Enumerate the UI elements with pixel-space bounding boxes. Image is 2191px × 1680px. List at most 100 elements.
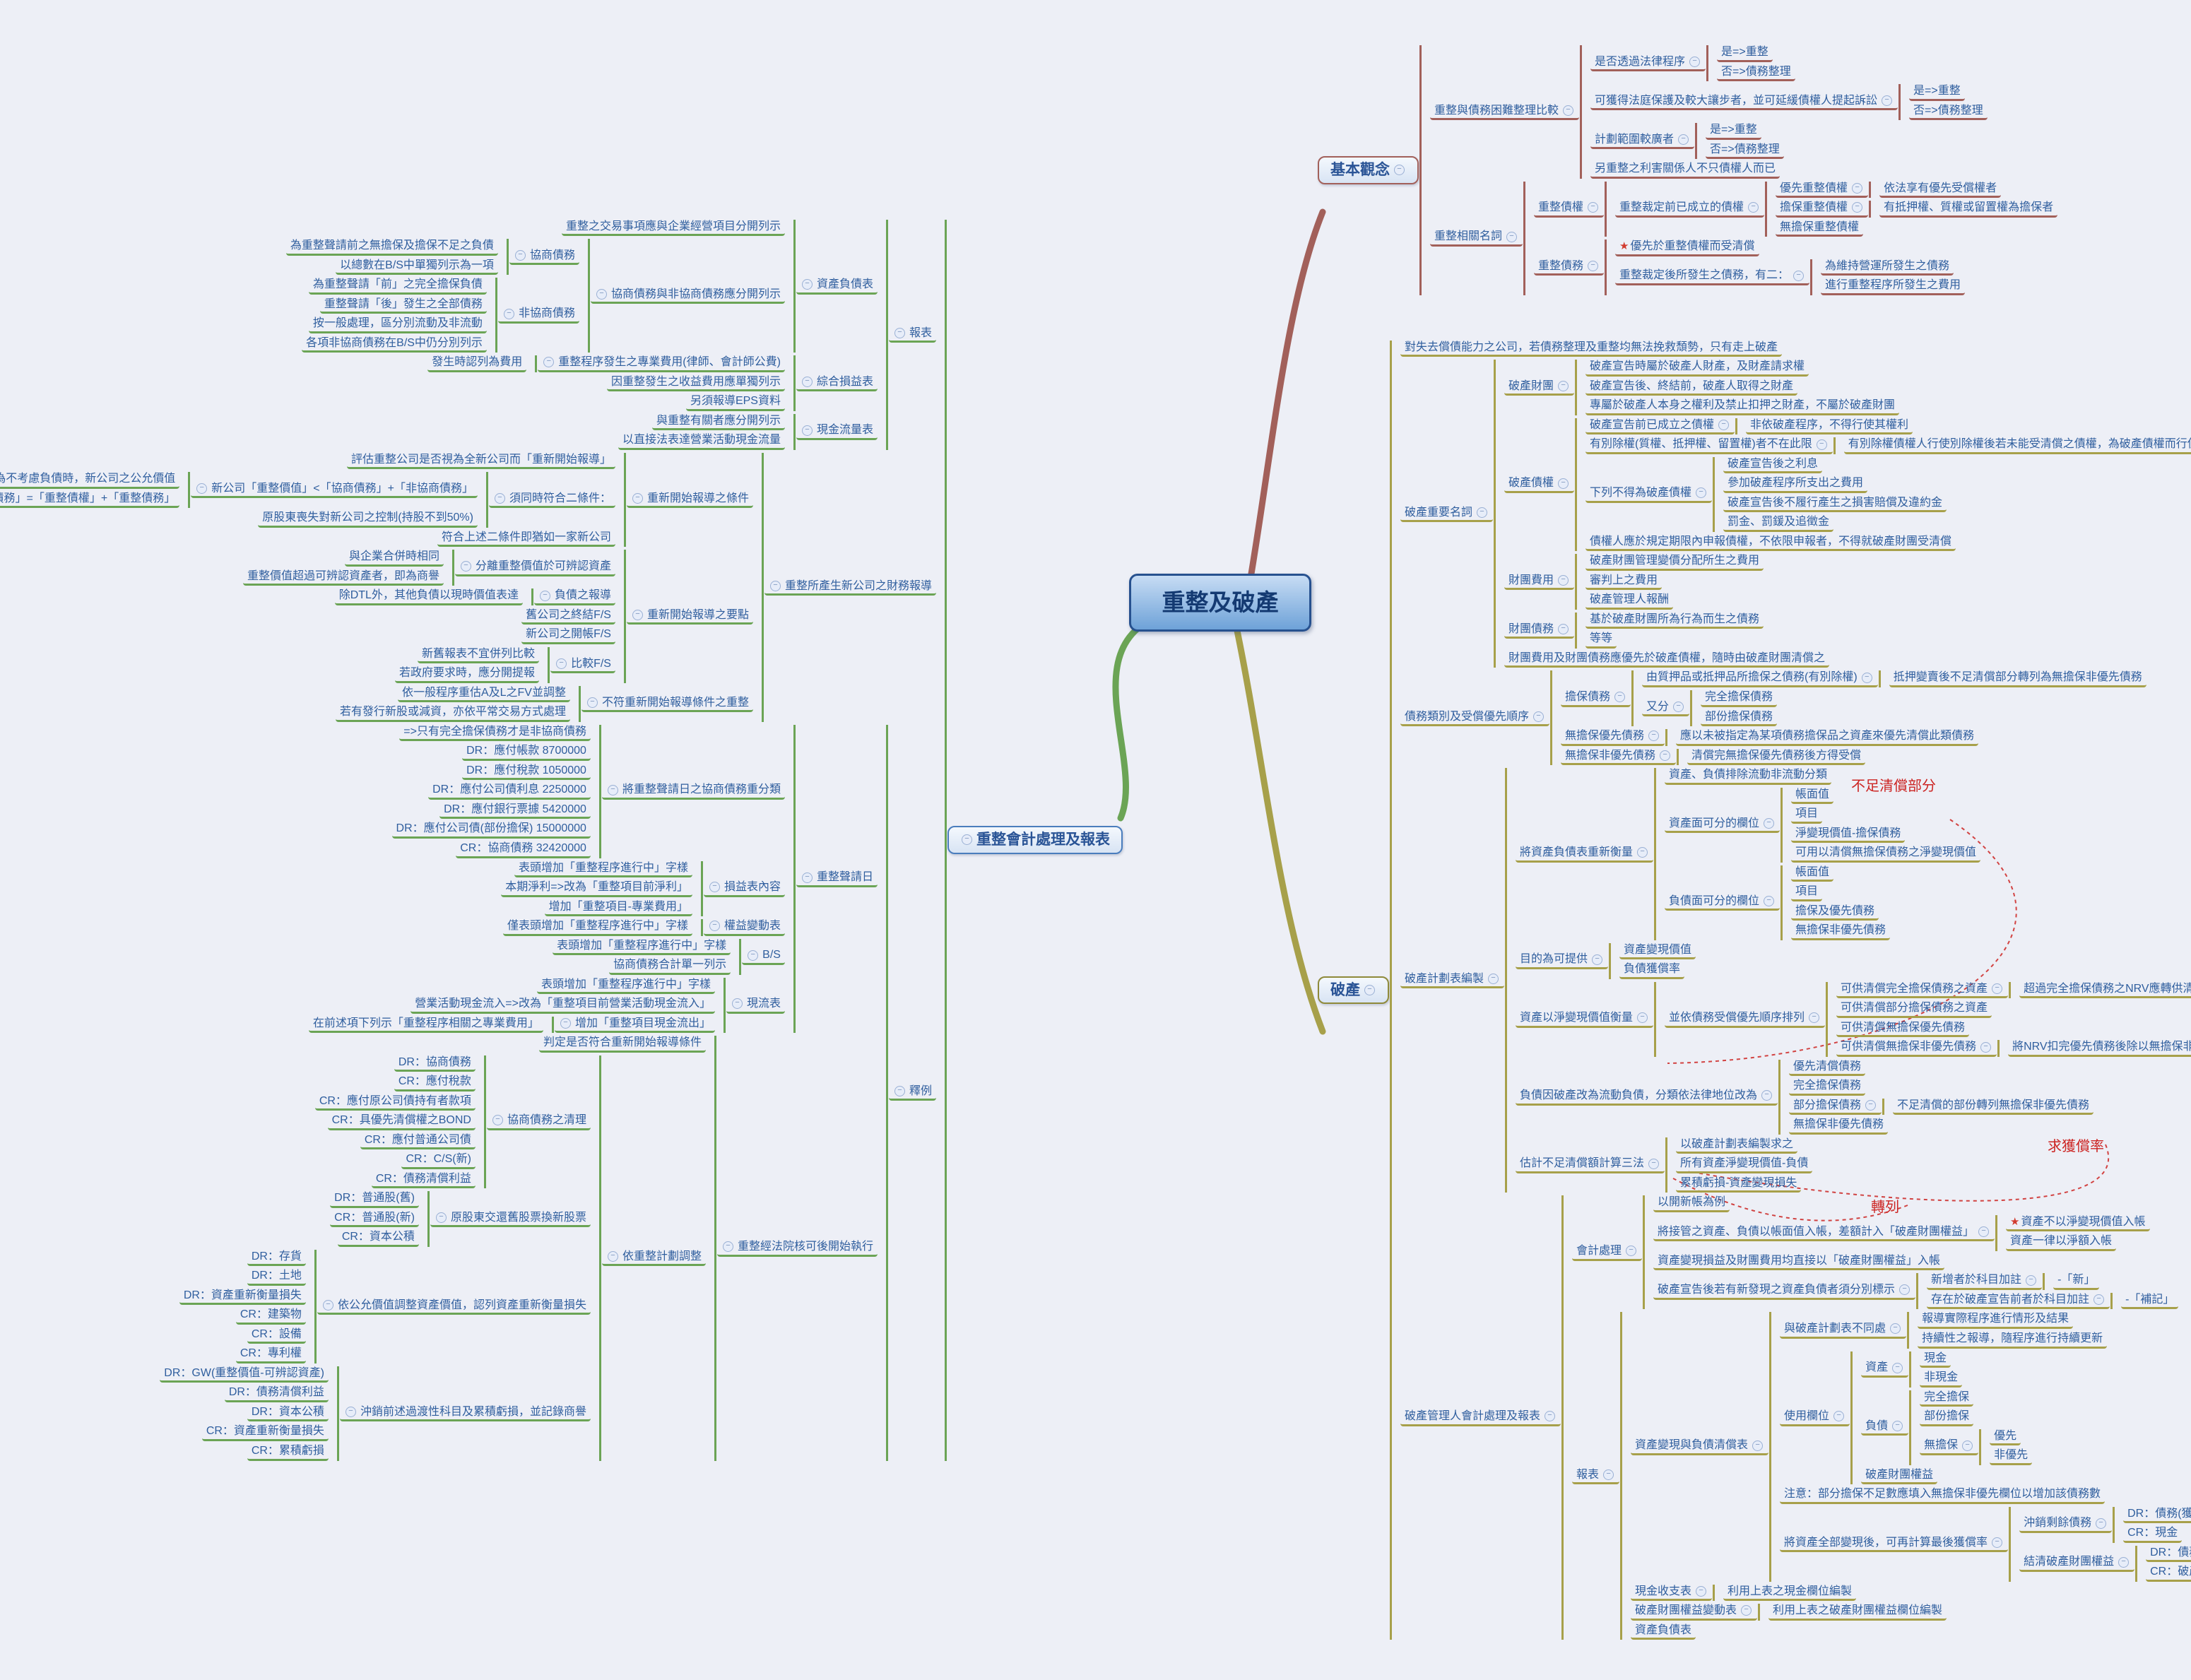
topic[interactable]: 報表−: [1572, 1468, 1620, 1485]
topic[interactable]: 又分−: [1642, 700, 1690, 717]
topic[interactable]: 破產財團權益變動表−: [1631, 1604, 1758, 1621]
topic[interactable]: 有別除權(質權、抵押權、留置權)者不在此限−: [1585, 437, 1833, 454]
branch-topic[interactable]: 破產−: [1318, 976, 1389, 1005]
topic[interactable]: 在前述項下列示「重整程序相關之專業費用」: [308, 1017, 543, 1034]
topic[interactable]: 無擔保優先債務−: [1561, 729, 1665, 746]
topic[interactable]: 財團費用−: [1504, 574, 1575, 591]
topic[interactable]: 新舊報表不宜併列比較: [418, 647, 540, 664]
collapse-icon[interactable]: −: [1865, 1100, 1877, 1111]
topic[interactable]: =>只有完全擔保債務才是非協商債務: [399, 725, 591, 742]
collapse-icon[interactable]: −: [1962, 1440, 1973, 1451]
collapse-icon[interactable]: −: [1833, 1411, 1845, 1422]
topic[interactable]: 應以未被指定為某項債務擔保品之資產來優先清償此類債務: [1676, 729, 1979, 746]
topic[interactable]: DR：GW(重整價值-可辨認資產): [160, 1366, 329, 1383]
topic[interactable]: DR：應付稅款 1050000: [462, 764, 591, 781]
topic[interactable]: 擔保債務−: [1561, 690, 1631, 707]
topic[interactable]: 超過完全擔保債務之NRV應轉供清償無擔保債務: [2019, 982, 2191, 999]
collapse-icon[interactable]: −: [1793, 270, 1805, 281]
collapse-icon[interactable]: −: [801, 872, 813, 883]
topic[interactable]: 目的為可提供−: [1516, 952, 1609, 969]
topic[interactable]: DR：債務(獲償數): [2123, 1507, 2191, 1524]
collapse-icon[interactable]: −: [1488, 974, 1499, 985]
topic[interactable]: 否=>債務整理: [1717, 65, 1795, 82]
topic[interactable]: 權益變動表−: [703, 919, 785, 936]
topic[interactable]: 注意：部分擔保不足數應填入無擔保非優先欄位以增加該債務數: [1780, 1487, 2106, 1504]
collapse-icon[interactable]: −: [1364, 984, 1375, 995]
topic[interactable]: 部份擔保: [1920, 1409, 1974, 1426]
topic[interactable]: 協商債務之清理−: [486, 1113, 591, 1130]
collapse-icon[interactable]: −: [492, 1115, 503, 1126]
topic[interactable]: 重整聲請「後」發生之全部債務: [319, 297, 487, 314]
collapse-icon[interactable]: −: [894, 1086, 905, 1097]
topic[interactable]: 淨變現價值-擔保債務: [1791, 827, 1906, 844]
topic[interactable]: 重整與債務困難整理比較−: [1430, 104, 1580, 121]
topic[interactable]: 破產重要名詞−: [1400, 506, 1494, 523]
collapse-icon[interactable]: −: [731, 998, 743, 1010]
topic[interactable]: CR：應付普通公司債: [360, 1133, 476, 1150]
topic[interactable]: 是=>重整: [1909, 84, 1965, 101]
topic[interactable]: 並依債務受償優先順序排列−: [1665, 1011, 1826, 1028]
collapse-icon[interactable]: −: [1852, 182, 1863, 194]
topic[interactable]: 重整程序發生之專業費用(律師、會計師公費)−: [538, 355, 785, 372]
topic[interactable]: ★優先於重整債權而受清償: [1615, 239, 1759, 256]
topic[interactable]: 抵押變賣後不足清償部分轉列為無擔保非優先債務: [1889, 670, 2146, 687]
collapse-icon[interactable]: −: [1752, 1440, 1764, 1451]
topic[interactable]: DR：土地: [247, 1269, 306, 1286]
topic[interactable]: 將NRV扣完優先債務後除以無擔保非優先債務即得出獲償率: [2008, 1040, 2191, 1057]
topic[interactable]: 可供清償部分擔保債務之資產: [1836, 1001, 1992, 1018]
topic[interactable]: 財團債務−: [1504, 622, 1575, 639]
topic[interactable]: 重整債權−: [1534, 201, 1605, 218]
topic[interactable]: 報表−: [888, 326, 936, 343]
collapse-icon[interactable]: −: [322, 1299, 333, 1311]
collapse-icon[interactable]: −: [1558, 575, 1569, 586]
topic[interactable]: 可供清償無擔保優先債務: [1836, 1021, 1970, 1038]
topic[interactable]: 使用欄位−: [1780, 1409, 1850, 1426]
topic[interactable]: 資產一律以淨額入帳: [2006, 1234, 2117, 1251]
collapse-icon[interactable]: −: [345, 1407, 356, 1418]
collapse-icon[interactable]: −: [1816, 439, 1827, 450]
topic[interactable]: 利用上表之現金欄位編製: [1723, 1585, 1857, 1602]
collapse-icon[interactable]: −: [1980, 1041, 1992, 1053]
collapse-icon[interactable]: −: [1637, 847, 1648, 858]
collapse-icon[interactable]: −: [1696, 487, 1707, 499]
topic[interactable]: 若政府要求時，應分開提報: [395, 666, 540, 683]
topic[interactable]: 可供清償完全擔保債務之資產−: [1836, 982, 2009, 999]
topic[interactable]: 重新開始報導之條件−: [626, 492, 753, 509]
topic[interactable]: 破產宣告後、終結前，破產人取得之財產: [1585, 379, 1798, 396]
collapse-icon[interactable]: −: [1626, 1246, 1637, 1257]
collapse-icon[interactable]: −: [539, 590, 550, 601]
topic[interactable]: 除DTL外，其他負債以現時價值表達: [334, 588, 523, 605]
topic[interactable]: DR：債務清償利益: [224, 1385, 329, 1402]
collapse-icon[interactable]: −: [1764, 818, 1775, 829]
topic[interactable]: 破產財團管理變價分配所生之費用: [1585, 554, 1764, 571]
topic[interactable]: 是否透過法律程序−: [1590, 55, 1706, 72]
topic[interactable]: 非現金: [1920, 1371, 1963, 1388]
topic[interactable]: DR：資本公積: [247, 1405, 329, 1422]
topic[interactable]: 發生時認列為費用: [427, 355, 527, 372]
topic[interactable]: 破產管理人報酬: [1585, 593, 1674, 610]
topic[interactable]: 罰金、罰鍰及追徵金: [1723, 515, 1834, 532]
collapse-icon[interactable]: −: [1978, 1226, 1990, 1237]
topic[interactable]: 審判上之費用: [1585, 574, 1663, 591]
topic[interactable]: 將資產負債表重新衡量−: [1516, 846, 1654, 863]
topic[interactable]: 破產宣告後不履行產生之損害賠償及違約金: [1723, 496, 1947, 513]
topic[interactable]: 負債獲償率: [1619, 962, 1685, 979]
topic[interactable]: 與破產計劃表不同處−: [1780, 1322, 1907, 1339]
topic[interactable]: 等等: [1585, 632, 1617, 649]
topic[interactable]: 優先: [1990, 1429, 2021, 1446]
collapse-icon[interactable]: −: [560, 1017, 571, 1029]
topic[interactable]: 現金收支表−: [1631, 1585, 1713, 1602]
topic[interactable]: 破產計劃表編製−: [1400, 972, 1505, 989]
topic[interactable]: 協商債務合計單一列示: [609, 958, 731, 975]
topic[interactable]: 部分擔保債務−: [1789, 1099, 1882, 1116]
topic[interactable]: 增加「重整項目-專業費用」: [544, 900, 692, 917]
collapse-icon[interactable]: −: [596, 289, 607, 300]
topic[interactable]: 債務類別及受償優先順序−: [1400, 710, 1550, 727]
topic[interactable]: CR：建築物: [235, 1308, 306, 1325]
topic[interactable]: 按一般處理，區分別流動及非流動: [308, 317, 487, 333]
topic[interactable]: 對失去償債能力之公司，若債務整理及重整均無法挽救頹勢，只有走上破產: [1400, 341, 1783, 357]
branch-topic[interactable]: 重整會計處理及報表−: [947, 826, 1123, 854]
topic[interactable]: 資產變現損益及財團費用均直接以「破產財團權益」入帳: [1653, 1254, 1945, 1271]
topic[interactable]: 有抵押權、質權或留置權為擔保者: [1879, 201, 2058, 218]
collapse-icon[interactable]: −: [1563, 105, 1574, 116]
